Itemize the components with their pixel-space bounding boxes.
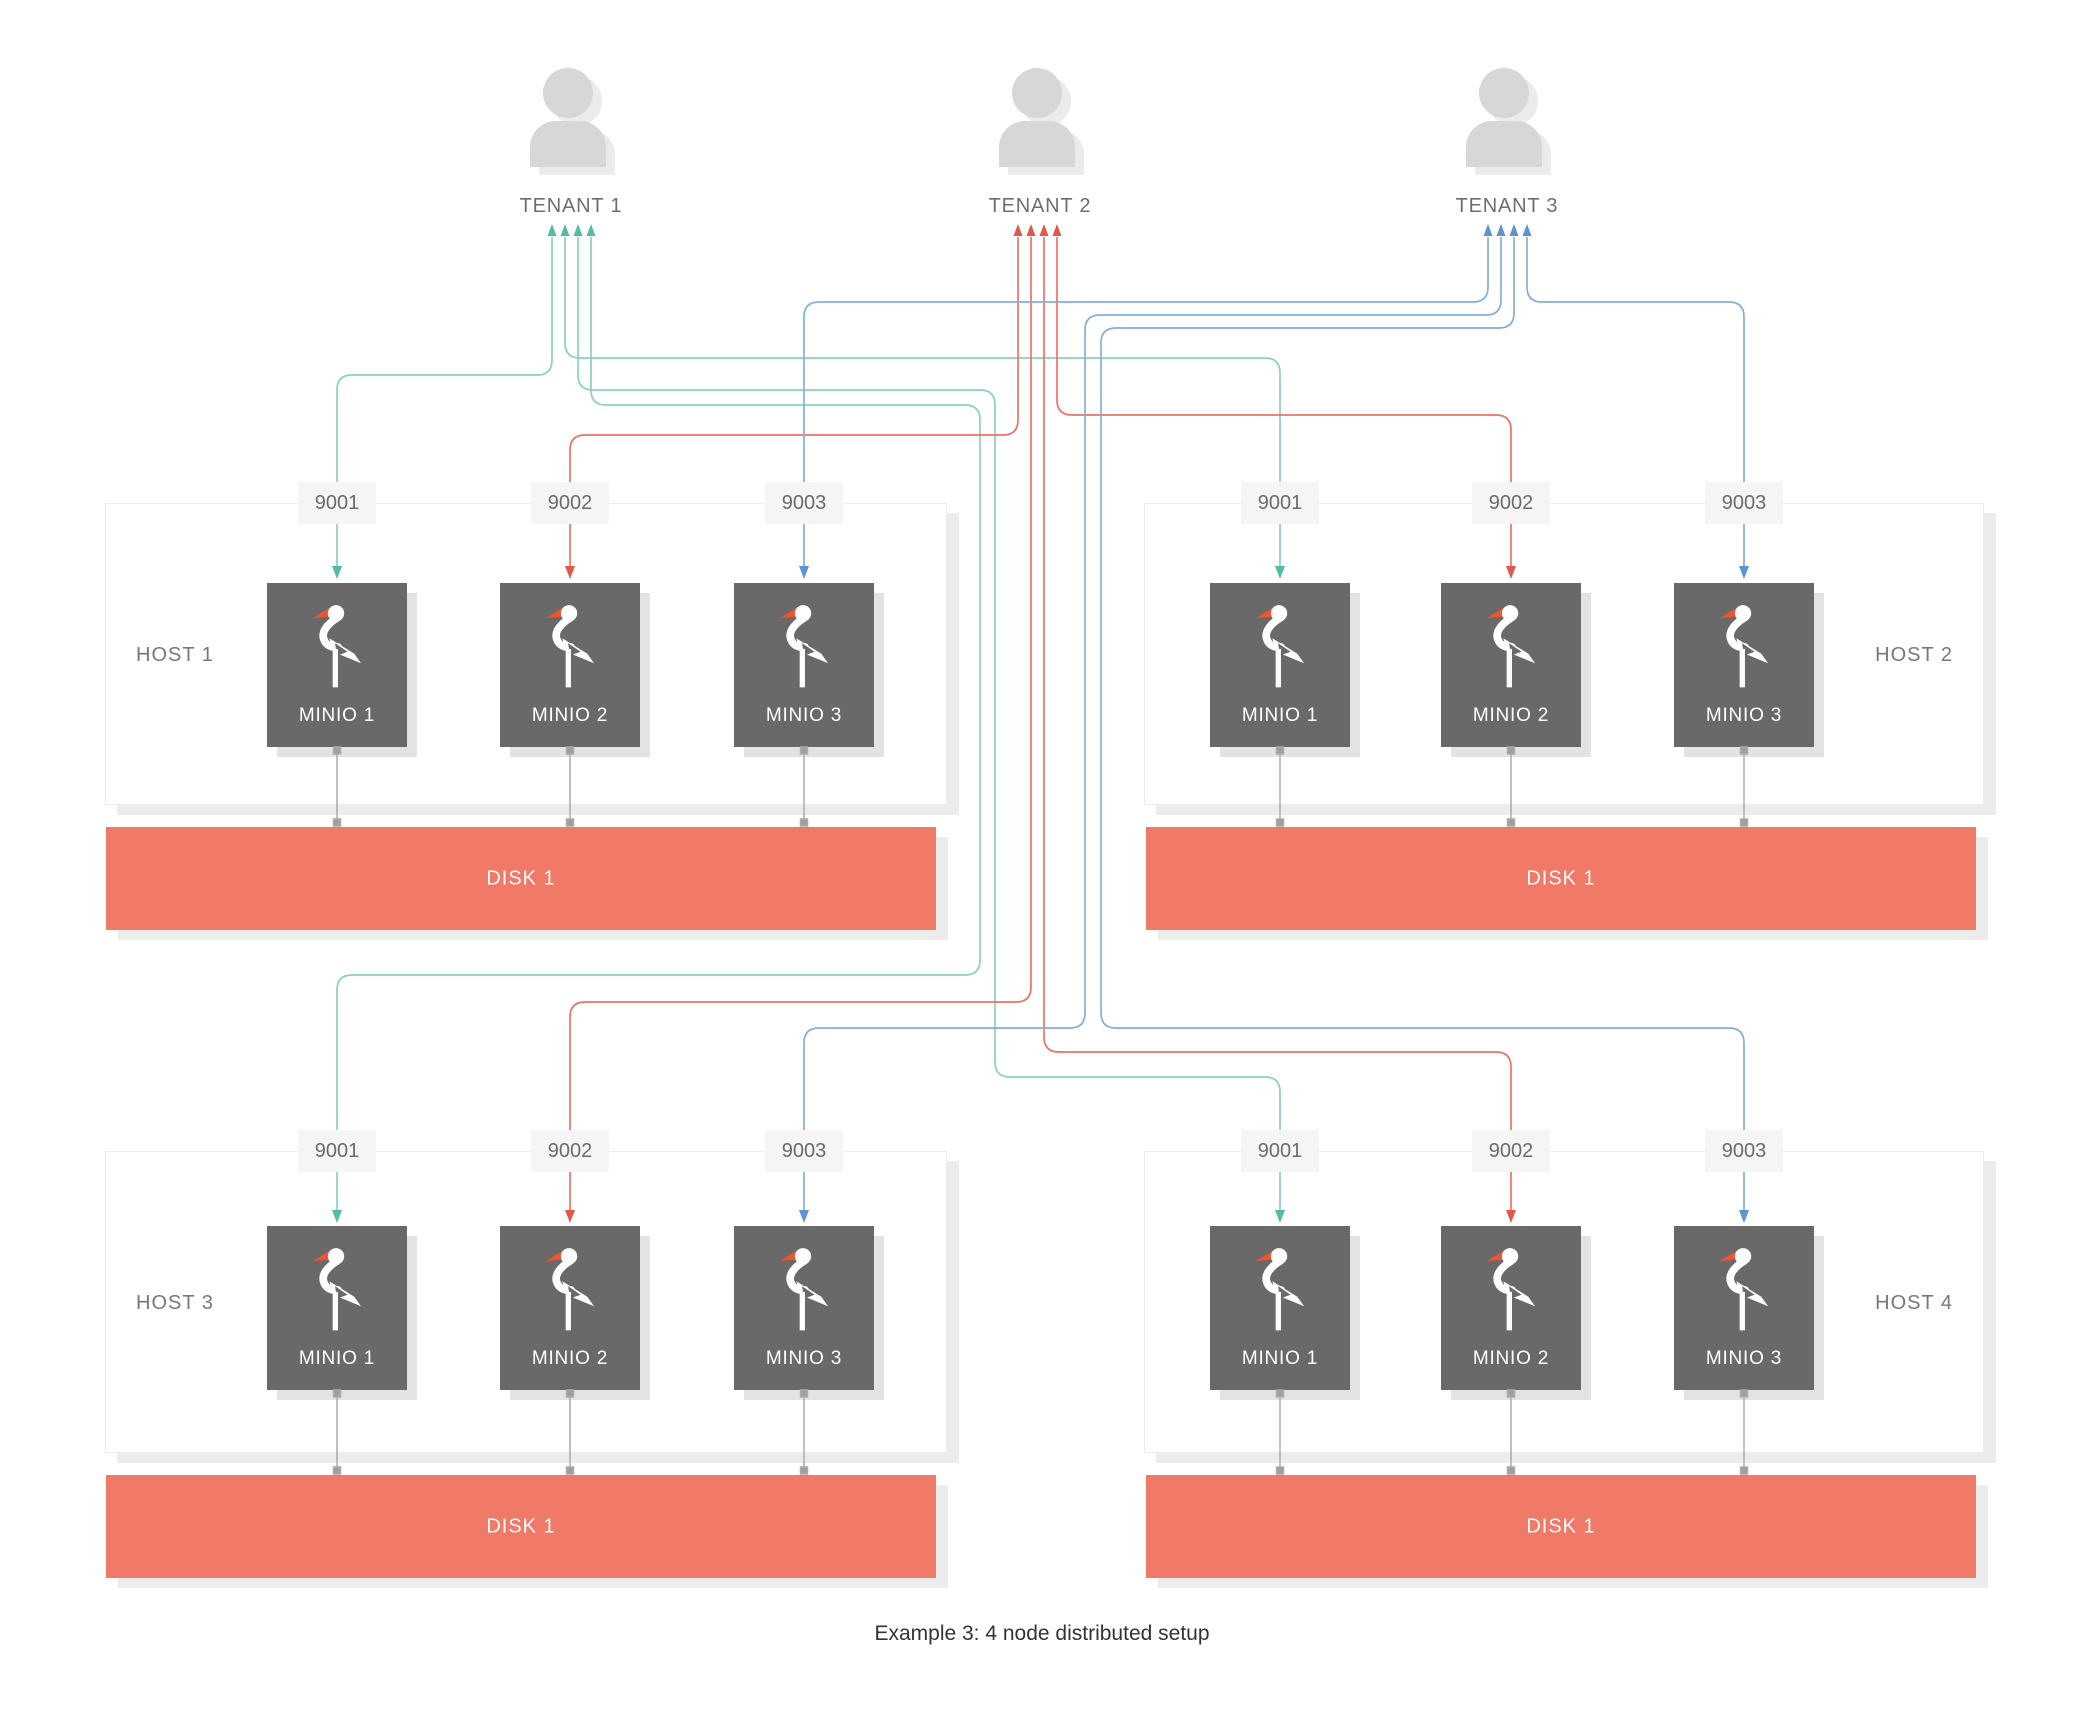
host4-port-9001: 9001 — [1241, 1130, 1319, 1172]
host2-port-9002: 9002 — [1472, 482, 1550, 524]
host2-disk: DISK 1 — [1146, 827, 1976, 930]
host1-port-9003: 9003 — [765, 482, 843, 524]
minio-label: MINIO 3 — [765, 705, 843, 726]
host4-minio3-box: MINIO 3 — [1674, 1226, 1814, 1390]
minio-label: MINIO 3 — [765, 1348, 843, 1369]
host2-minio3-box: MINIO 3 — [1674, 583, 1814, 747]
host4-minio1-box: MINIO 1 — [1210, 1226, 1350, 1390]
host1-label: HOST 1 — [136, 644, 214, 666]
tenant1-user-icon — [521, 62, 621, 175]
tenant3-label: TENANT 3 — [1455, 195, 1559, 217]
host3-minio2-box: MINIO 2 — [500, 1226, 640, 1390]
diagram-caption: Example 3: 4 node distributed setup — [874, 1622, 1210, 1645]
host3-port-9001: 9001 — [298, 1130, 376, 1172]
disk-label: DISK 1 — [486, 867, 556, 889]
host3-port-9002: 9002 — [531, 1130, 609, 1172]
disk-label: DISK 1 — [486, 1515, 556, 1537]
minio-label: MINIO 3 — [1705, 705, 1783, 726]
host2-port-9003: 9003 — [1705, 482, 1783, 524]
host3-label: HOST 3 — [136, 1292, 214, 1314]
tenant3-connection-lines — [803, 237, 1745, 1210]
minio-label: MINIO 1 — [1241, 705, 1319, 726]
tenant3-user-icon — [1457, 62, 1557, 175]
tenant1-arrowheads — [332, 224, 1285, 1223]
tenant2-user-icon — [990, 62, 1090, 175]
host3-minio1-box: MINIO 1 — [267, 1226, 407, 1390]
host4-label: HOST 4 — [1875, 1292, 1953, 1314]
host1-minio3-box: MINIO 3 — [734, 583, 874, 747]
user-icon — [1457, 62, 1557, 174]
disk-label: DISK 1 — [1526, 867, 1596, 889]
host3-port-9003: 9003 — [765, 1130, 843, 1172]
minio-label: MINIO 1 — [1241, 1348, 1319, 1369]
tenant1-label: TENANT 1 — [519, 195, 623, 217]
host4-port-9002: 9002 — [1472, 1130, 1550, 1172]
minio-label: MINIO 1 — [298, 1348, 376, 1369]
tenant2-arrowheads — [565, 224, 1516, 1223]
host1-port-9002: 9002 — [531, 482, 609, 524]
host1-minio2-box: MINIO 2 — [500, 583, 640, 747]
minio-label: MINIO 3 — [1705, 1348, 1783, 1369]
host4-minio2-box: MINIO 2 — [1441, 1226, 1581, 1390]
host3-minio3-box: MINIO 3 — [734, 1226, 874, 1390]
minio-label: MINIO 2 — [1472, 705, 1550, 726]
minio-label: MINIO 2 — [531, 705, 609, 726]
tenant2-label: TENANT 2 — [988, 195, 1092, 217]
host3-disk: DISK 1 — [106, 1475, 936, 1578]
tenant2-connection-lines — [569, 237, 1512, 1210]
user-icon — [521, 62, 621, 174]
minio-disk-connectors — [332, 746, 1749, 1475]
minio-label: MINIO 1 — [298, 705, 376, 726]
tenant1-connection-lines — [336, 237, 1281, 1210]
host4-port-9003: 9003 — [1705, 1130, 1783, 1172]
minio-label: MINIO 2 — [1472, 1348, 1550, 1369]
host1-disk: DISK 1 — [106, 827, 936, 930]
host2-label: HOST 2 — [1875, 644, 1953, 666]
user-icon — [990, 62, 1090, 174]
disk-label: DISK 1 — [1526, 1515, 1596, 1537]
host2-minio2-box: MINIO 2 — [1441, 583, 1581, 747]
host1-port-9001: 9001 — [298, 482, 376, 524]
host4-disk: DISK 1 — [1146, 1475, 1976, 1578]
host2-minio1-box: MINIO 1 — [1210, 583, 1350, 747]
host2-port-9001: 9001 — [1241, 482, 1319, 524]
tenant3-arrowheads — [799, 224, 1749, 1223]
minio-label: MINIO 2 — [531, 1348, 609, 1369]
host1-minio1-box: MINIO 1 — [267, 583, 407, 747]
